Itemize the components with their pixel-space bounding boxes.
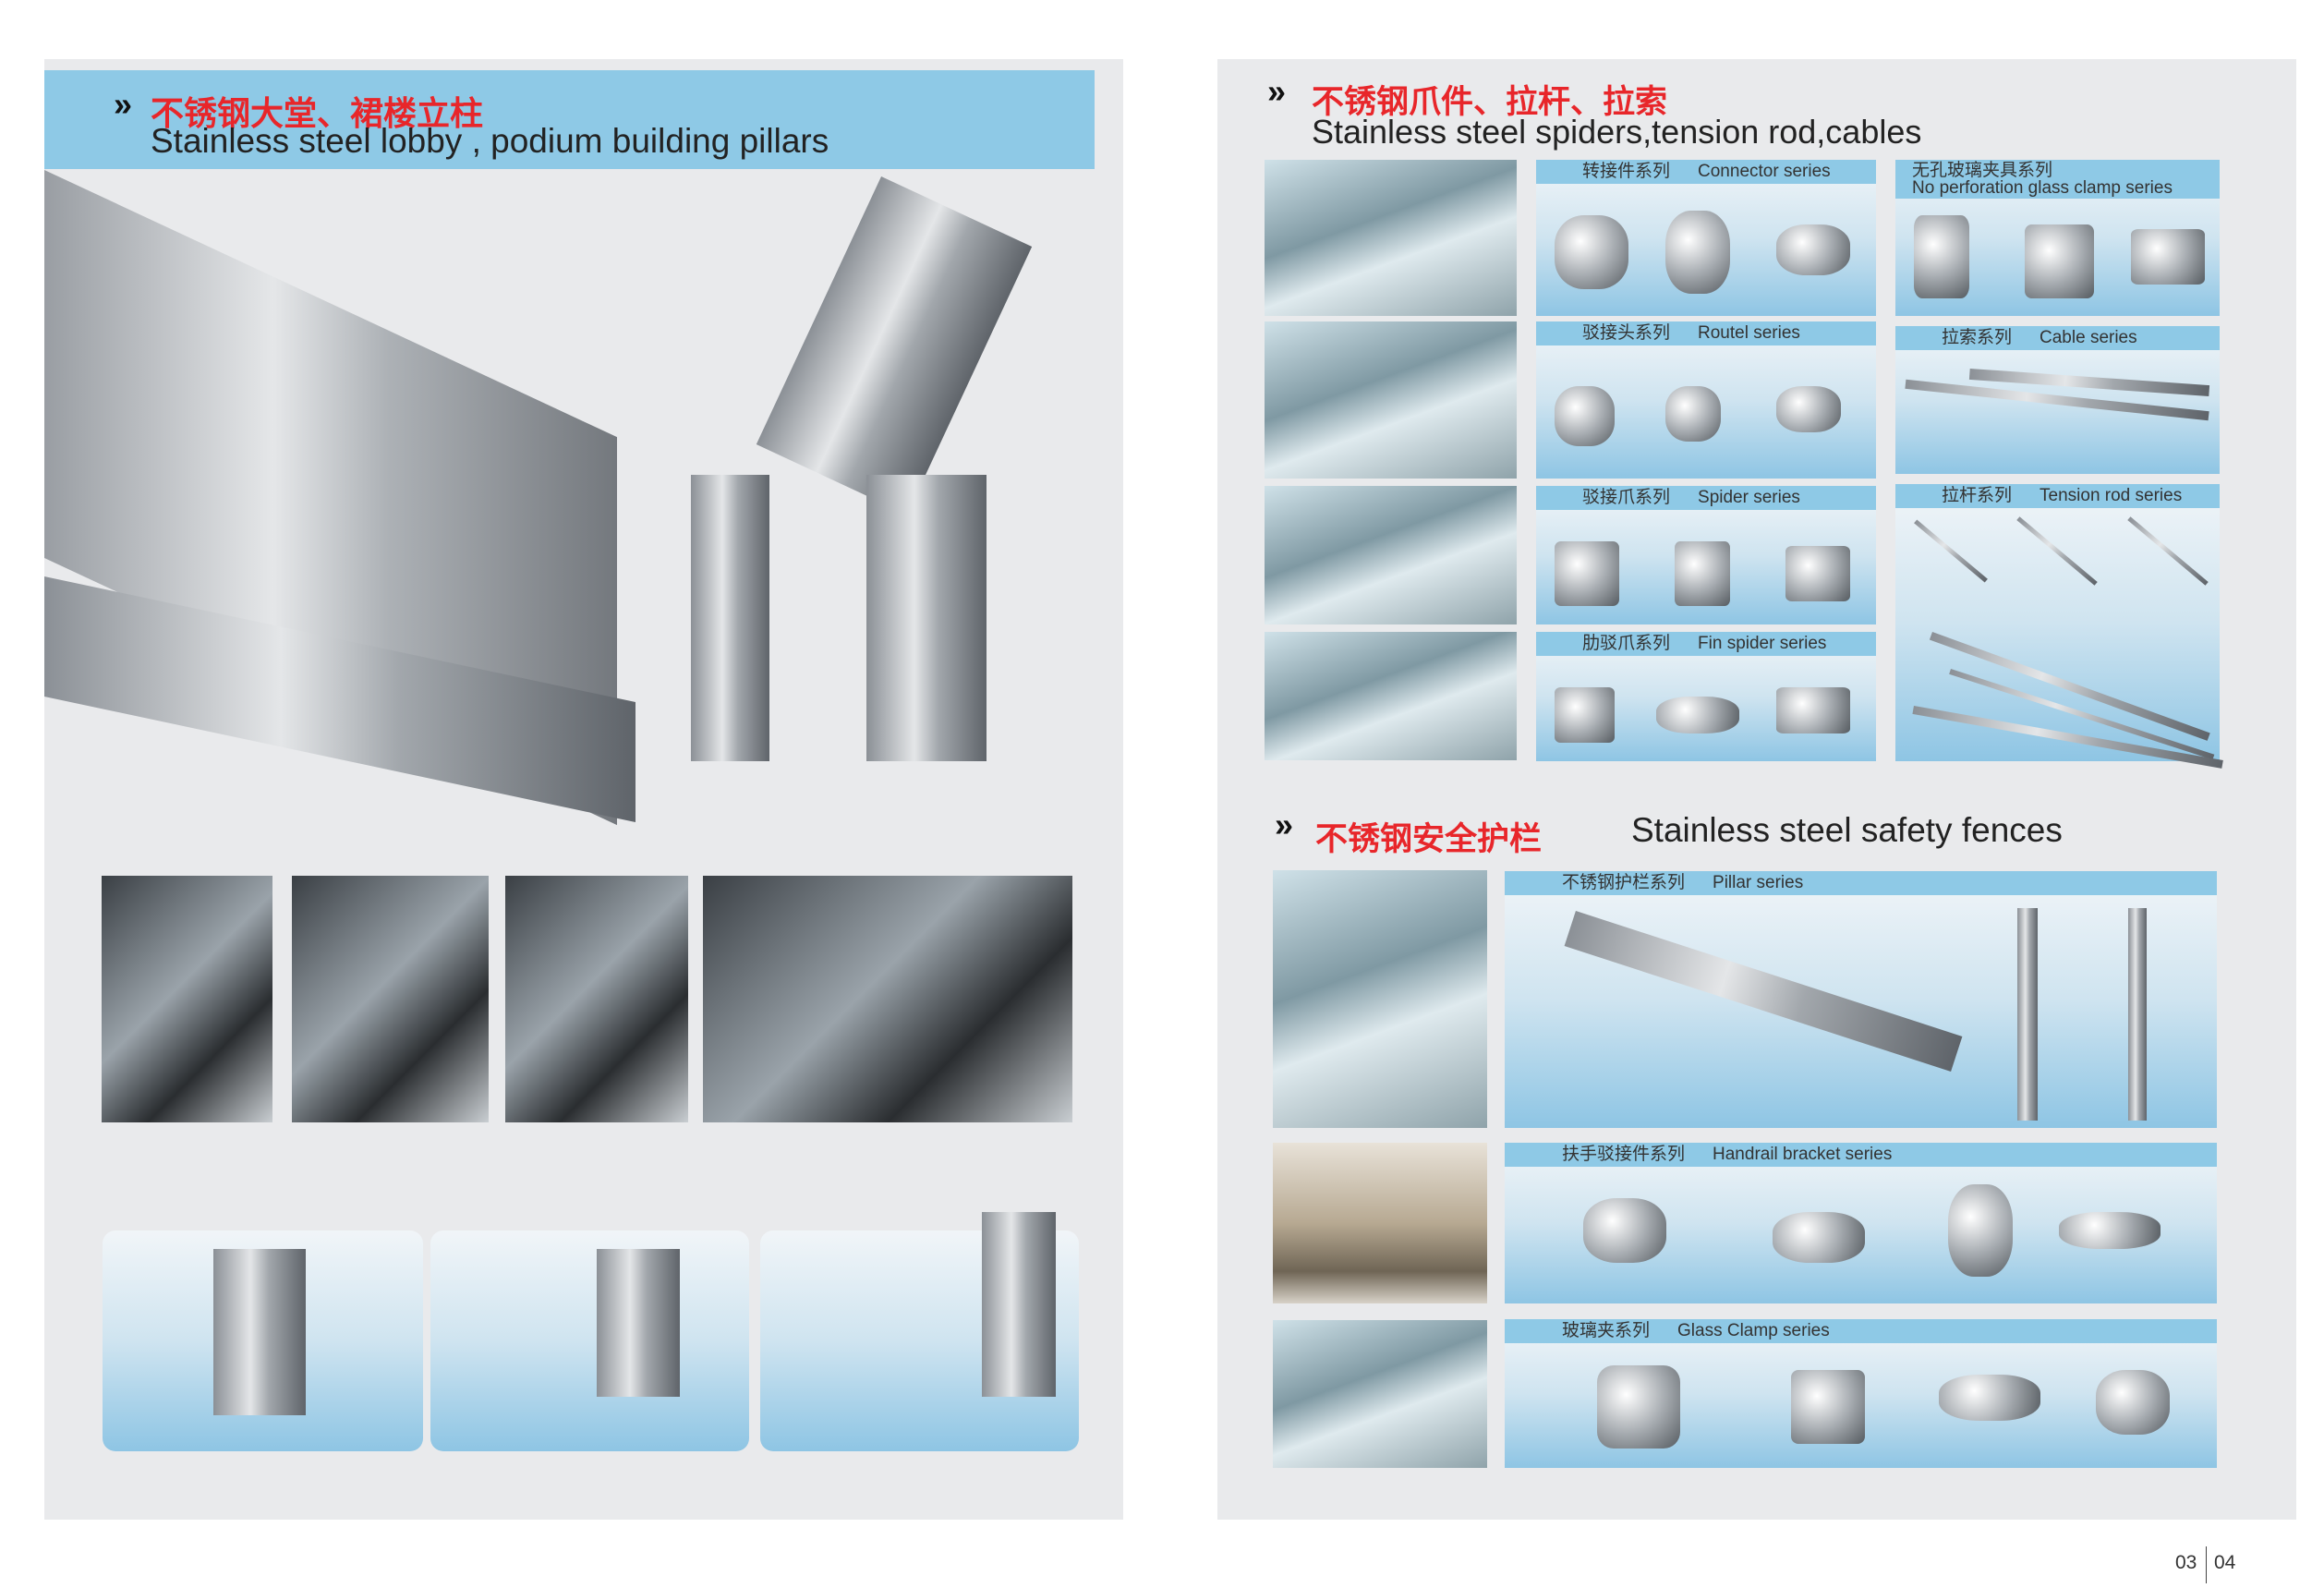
series-en: Spider series: [1698, 488, 1800, 507]
series-cn: 拉索系列: [1942, 328, 2013, 347]
page-number-right: 04: [2214, 1552, 2236, 1573]
series-en: Glass Clamp series: [1677, 1321, 1830, 1340]
glass-clamp-series-panel: 玻璃夹系列 Glass Clamp series: [1505, 1319, 2217, 1468]
spider-wall-photo: [1265, 486, 1517, 624]
series-en: Routel series: [1698, 323, 1800, 343]
series-cn: 扶手驳接件系列: [1562, 1145, 1686, 1164]
pillar-photo-1: [102, 876, 272, 1122]
spiders-title-en: Stainless steel spiders,tension rod,cabl…: [1312, 113, 1922, 151]
left-title-cn: 不锈钢大堂、裙楼立柱: [151, 94, 484, 132]
series-en: Fin spider series: [1698, 634, 1827, 653]
fence-escalator-photo: [1273, 870, 1487, 1128]
pillar-panel-1: [103, 1230, 423, 1451]
fin-spider-series-panel: 肋驳爪系列 Fin spider series: [1536, 632, 1876, 761]
series-cn: 不锈钢护栏系列: [1562, 873, 1686, 892]
series-en: No perforation glass clamp series: [1912, 178, 2173, 198]
glass-canopy-photo: [1265, 321, 1517, 479]
double-chevron-right-icon: »: [1275, 806, 1294, 843]
fences-title-cn: 不锈钢安全护栏: [1315, 821, 1543, 857]
pillar-tube-image: [691, 475, 769, 761]
series-en: Handrail bracket series: [1713, 1145, 1893, 1164]
double-chevron-right-icon: »: [1267, 72, 1287, 110]
tension-rod-series-panel: 拉杆系列 Tension rod series: [1895, 484, 2223, 769]
series-cn: 无孔玻璃夹具系列: [1912, 161, 2053, 180]
fence-mall-photo: [1273, 1143, 1487, 1303]
pillar-photo-2: [292, 876, 489, 1122]
left-title-band: [44, 70, 1095, 169]
spider-series-panel: 驳接爪系列 Spider series: [1536, 486, 1876, 624]
series-cn: 驳接头系列: [1582, 323, 1671, 343]
handrail-bracket-series-panel: 扶手驳接件系列 Handrail bracket series: [1505, 1143, 2217, 1303]
series-en: Cable series: [2040, 328, 2137, 347]
series-en: Pillar series: [1713, 873, 1804, 892]
series-en: Tension rod series: [2040, 486, 2183, 505]
series-en: Connector series: [1698, 162, 1831, 181]
pillar-box-image: [866, 475, 986, 761]
pillar-photo-3: [505, 876, 688, 1122]
pillar-photo-4: [703, 876, 1072, 1122]
pillar-panel-2: [430, 1230, 749, 1451]
series-cn: 玻璃夹系列: [1562, 1321, 1651, 1340]
left-page: » 不锈钢大堂、裙楼立柱 Stainless steel lobby , pod…: [44, 59, 1123, 1520]
connector-series-panel: 转接件系列 Connector series: [1536, 160, 1876, 316]
fin-spider-photo: [1265, 632, 1517, 760]
pillar-channel-image: [756, 176, 1033, 515]
series-cn: 拉杆系列: [1942, 486, 2013, 505]
series-cn: 驳接爪系列: [1582, 488, 1671, 507]
fence-stairs-photo: [1273, 1320, 1487, 1468]
double-chevron-right-icon: »: [114, 85, 133, 123]
fences-title-en: Stainless steel safety fences: [1631, 811, 2063, 849]
pillar-panel-3: [760, 1212, 1079, 1451]
spiders-title-cn: 不锈钢爪件、拉杆、拉索: [1312, 84, 1668, 120]
page-number-divider: [2206, 1546, 2207, 1583]
cable-series-panel: 拉索系列 Cable series: [1895, 326, 2220, 474]
connector-install-photo: [1265, 160, 1517, 316]
series-cn: 转接件系列: [1582, 162, 1671, 181]
routel-series-panel: 驳接头系列 Routel series: [1536, 321, 1876, 479]
left-title-en: Stainless steel lobby , podium building …: [151, 122, 829, 160]
series-cn: 肋驳爪系列: [1582, 634, 1671, 653]
page-number-left: 03: [2175, 1552, 2197, 1573]
pillar-series-panel: 不锈钢护栏系列 Pillar series: [1505, 871, 2217, 1128]
